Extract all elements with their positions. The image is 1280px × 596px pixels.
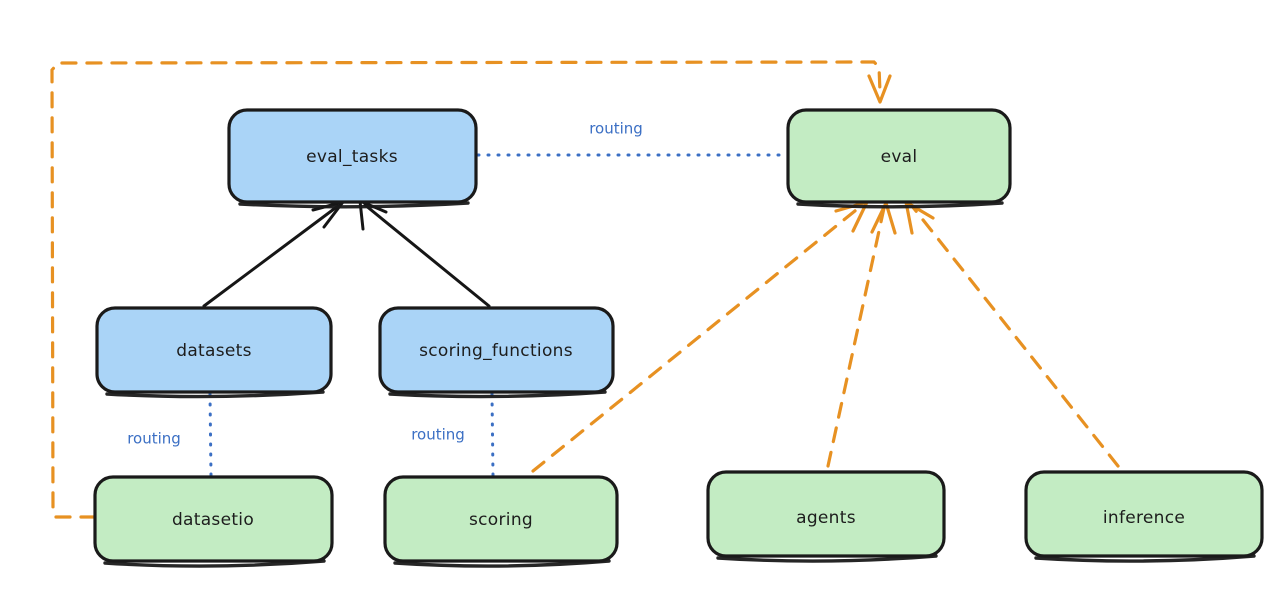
node-datasets-box[interactable] — [95, 306, 333, 394]
node-inference-sketch-underline — [1034, 554, 1256, 563]
node-datasets-label: datasets — [176, 341, 252, 361]
node-scoring[interactable]: scoring — [383, 475, 619, 568]
node-datasetio-box[interactable] — [93, 475, 334, 563]
node-agents-label: agents — [796, 508, 856, 528]
node-eval-tasks-sketch-underline — [238, 201, 470, 209]
edge-label-routing-datasetio: routing — [127, 430, 181, 448]
node-scoring-sketch-underline — [393, 559, 611, 568]
node-datasetio[interactable]: datasetio — [93, 475, 334, 568]
node-datasets-sketch-underline — [105, 390, 325, 399]
node-agents-box[interactable] — [706, 470, 946, 558]
node-inference-label: inference — [1103, 508, 1185, 528]
node-scoring-functions-label: scoring_functions — [419, 341, 573, 361]
node-eval-tasks-box[interactable] — [227, 108, 478, 204]
node-eval[interactable]: eval — [786, 108, 1012, 209]
edge-layer — [50, 60, 1120, 519]
node-agents[interactable]: agents — [706, 470, 946, 563]
node-eval-tasks[interactable]: eval_tasks — [227, 108, 478, 209]
edge-scoringfn-eval_tasks — [358, 199, 491, 308]
node-datasets[interactable]: datasets — [95, 306, 333, 399]
node-eval-tasks-label: eval_tasks — [306, 147, 398, 167]
node-scoring-functions[interactable]: scoring_functions — [378, 306, 615, 399]
node-datasetio-label: datasetio — [172, 510, 254, 530]
node-datasetio-sketch-underline — [103, 559, 326, 568]
node-inference[interactable]: inference — [1024, 470, 1264, 563]
edge-agents-eval — [826, 201, 897, 468]
edge-label-routing-scoring: routing — [411, 426, 465, 444]
node-agents-sketch-underline — [716, 554, 938, 563]
node-scoring-functions-box[interactable] — [378, 306, 615, 394]
node-inference-box[interactable] — [1024, 470, 1264, 558]
node-eval-box[interactable] — [786, 108, 1012, 204]
edge-inference-eval — [904, 200, 1120, 468]
node-scoring-box[interactable] — [383, 475, 619, 563]
edge-datasetio-eval — [50, 60, 892, 519]
node-scoring-label: scoring — [469, 510, 533, 530]
edge-label-layer: routing routing routing — [127, 120, 643, 448]
edge-datasets-eval_tasks — [202, 200, 345, 308]
edge-datasets-datasetio — [208, 392, 213, 477]
node-eval-label: eval — [881, 147, 918, 167]
node-layer: eval_tasks eval datasets scoring_functio… — [93, 108, 1264, 568]
edge-label-routing-eval: routing — [589, 120, 643, 138]
edge-scoringfn-scoring — [490, 392, 495, 477]
node-eval-sketch-underline — [796, 201, 1004, 209]
node-scoring-functions-sketch-underline — [388, 390, 607, 399]
